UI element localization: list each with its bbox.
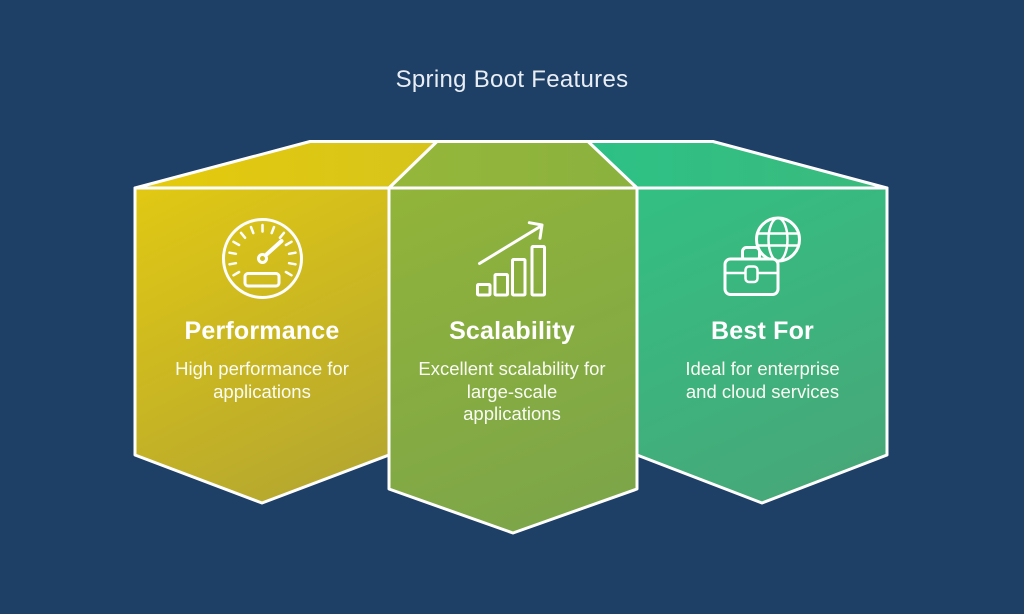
performance-panel (133, 140, 439, 505)
panel-title-performance: Performance (184, 317, 340, 345)
performance-text-block: Performance High performance for applica… (172, 317, 352, 403)
panel-description-performance: High performance for applications (175, 358, 349, 402)
panel-title-scalability: Scalability (449, 317, 575, 345)
panel-description-best-for: Ideal for enterprise and cloud services (685, 358, 840, 402)
speedometer-dial (222, 218, 303, 299)
best-for-panel-fold (586, 140, 889, 190)
speedometer-needle (264, 239, 284, 257)
growth-arrow (478, 221, 544, 265)
best-for-panel (586, 140, 889, 505)
diagram-title: Spring Boot Features (395, 66, 629, 93)
panel-description-scalability: Excellent scalability for large-scale ap… (418, 358, 606, 424)
speedometer-ticks (228, 223, 297, 277)
speedometer-readout (243, 272, 281, 288)
bar-chart-bars (476, 245, 546, 297)
performance-panel-face (133, 186, 391, 505)
briefcase-globe-icon (723, 216, 801, 296)
growth-chart-icon (476, 221, 546, 297)
speedometer-icon (222, 218, 303, 299)
panel-title-best-for: Best For (710, 317, 814, 345)
scalability-text-block: Scalability Excellent scalability for la… (417, 317, 607, 426)
briefcase-clasp (744, 265, 759, 284)
scalability-panel-face (387, 186, 639, 535)
scalability-panel (387, 140, 639, 535)
performance-panel-fold (133, 140, 439, 190)
best-for-text-block: Best For Ideal for enterprise and cloud … (670, 317, 855, 403)
speedometer-hub (257, 253, 268, 264)
briefcase (723, 246, 780, 296)
